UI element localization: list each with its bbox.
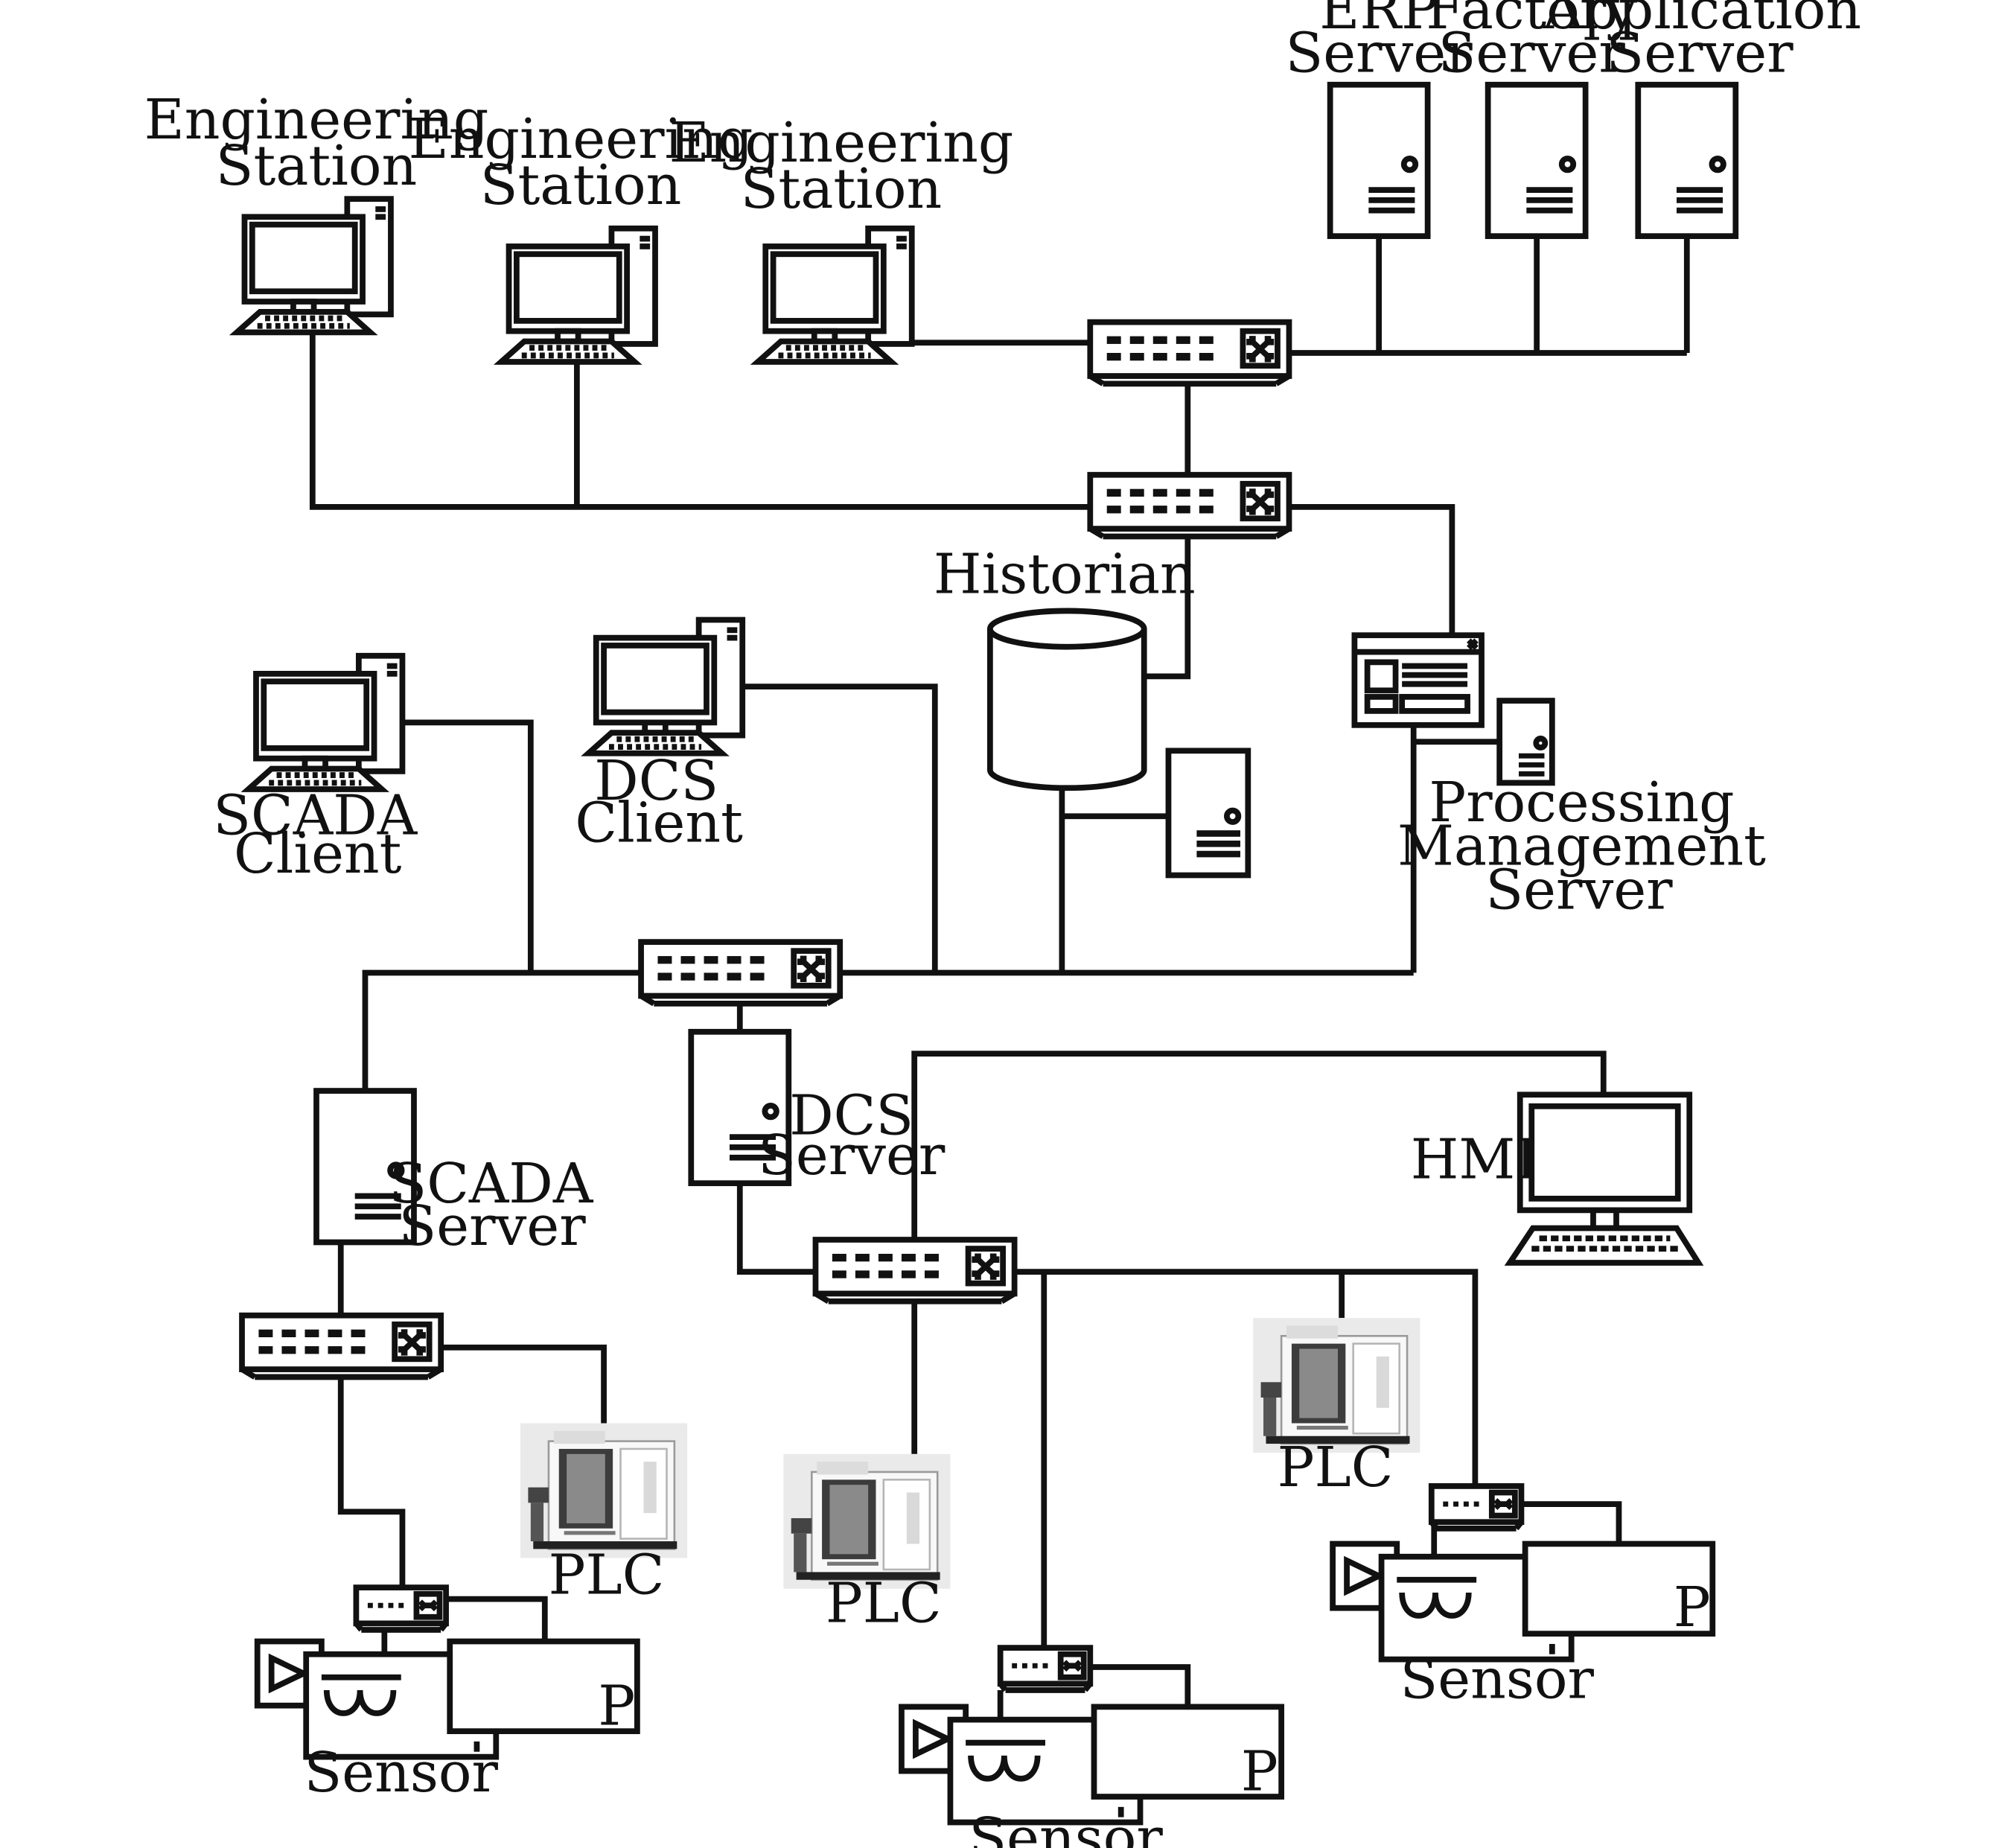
processing-management-server: Processing Management Server xyxy=(1351,632,1766,922)
sensor-dcs-1: P Sensor xyxy=(902,1648,1281,1848)
hmi-monitor-icon xyxy=(1504,1092,1704,1266)
historian-server-icon xyxy=(1165,748,1251,879)
scada-server-label-line2: Server xyxy=(399,1194,587,1258)
scada-client: SCADA Client xyxy=(213,656,418,886)
plc-dcs-1: PLC xyxy=(782,1453,951,1636)
dcs-server-label-line2: Server xyxy=(758,1124,946,1188)
historian: Historian xyxy=(934,542,1251,879)
workstation-icon xyxy=(758,229,912,362)
server-tower-icon xyxy=(1638,85,1735,236)
historian-label: Historian xyxy=(934,542,1196,606)
processing-label-line1: Processing xyxy=(1429,771,1734,835)
sensor-label: Sensor xyxy=(1400,1647,1594,1711)
dcs-server: DCS Server xyxy=(691,1032,946,1188)
sensor-scada: P Sensor xyxy=(258,1587,637,1805)
erp-server: ERP Server xyxy=(1286,0,1473,236)
dcs-client-label-line1: DCS xyxy=(594,749,718,813)
scada-server: SCADA Server xyxy=(316,1091,594,1258)
plc-machine-icon xyxy=(782,1453,951,1590)
network-switch-icon xyxy=(1090,475,1289,537)
plc-machine-icon xyxy=(519,1422,689,1559)
workstation-icon xyxy=(501,229,655,362)
sensor-assembly-icon xyxy=(1333,1544,1712,1660)
plc-dcs-2: PLC xyxy=(1251,1316,1421,1500)
engineering-station-3-label-line1: Engineering xyxy=(669,111,1014,175)
engineering-station-3-label-line2: Station xyxy=(741,157,943,221)
engineering-station-3: Engineering Station xyxy=(669,111,1014,362)
dcs-client: DCS Client xyxy=(575,620,743,856)
application-server: Application Server xyxy=(1543,0,1861,236)
plc-label: PLC xyxy=(549,1543,665,1608)
application-server-label-line2: Server xyxy=(1606,22,1793,86)
scada-server-label-line1: SCADA xyxy=(389,1152,593,1216)
sensor-dcs-2: P Sensor xyxy=(1333,1486,1712,1711)
application-server-label-line1: Application xyxy=(1543,0,1861,42)
sensor-label: Sensor xyxy=(304,1741,499,1805)
dcs-client-label-line2: Client xyxy=(575,791,743,856)
sensor-p-label: P xyxy=(1241,1739,1278,1803)
scada-client-label-line1: SCADA xyxy=(213,783,418,847)
engineering-station-1: Engineering Station xyxy=(144,88,489,332)
sensor-switch-icon xyxy=(1432,1486,1522,1529)
engineering-station-2-label-line1: Engineering xyxy=(409,107,753,171)
plc-label: PLC xyxy=(1278,1436,1394,1500)
network-links xyxy=(309,236,1690,1756)
processing-label-line3: Server xyxy=(1485,858,1673,922)
workstation-icon xyxy=(249,656,403,789)
sensor-switch-icon xyxy=(356,1587,446,1630)
network-switch-icon xyxy=(242,1316,441,1377)
application-window-icon xyxy=(1351,632,1485,728)
erp-server-label-line1: ERP xyxy=(1319,0,1438,42)
scada-client-label-line2: Client xyxy=(234,822,402,886)
sensor-label: Sensor xyxy=(969,1806,1163,1848)
processing-label-line2: Management xyxy=(1397,815,1766,879)
engineering-station-2-label-line2: Station xyxy=(480,153,682,217)
database-icon xyxy=(987,608,1147,791)
network-switch-icon xyxy=(815,1240,1014,1301)
workstation-icon xyxy=(588,620,742,753)
server-tower-icon xyxy=(1488,85,1586,236)
sensor-assembly-icon xyxy=(258,1641,637,1756)
network-switch-icon xyxy=(641,942,840,1004)
plc-label: PLC xyxy=(826,1572,942,1636)
hmi: HMI xyxy=(1411,1092,1704,1266)
workstation-icon xyxy=(237,199,391,332)
sensor-assembly-icon xyxy=(902,1707,1281,1822)
sensor-p-label: P xyxy=(598,1675,635,1739)
plc-machine-icon xyxy=(1251,1316,1421,1454)
server-tower-icon xyxy=(1330,85,1428,236)
engineering-station-2: Engineering Station xyxy=(409,107,753,362)
processing-server-icon xyxy=(1496,698,1555,786)
factory-server: Factory Server xyxy=(1426,0,1637,236)
factory-server-label-line1: Factory xyxy=(1426,0,1637,42)
dcs-server-label-line1: DCS xyxy=(789,1084,913,1148)
factory-server-label-line2: Server xyxy=(1438,22,1626,86)
plc-scada: PLC xyxy=(519,1422,689,1608)
erp-server-label-line2: Server xyxy=(1286,22,1473,86)
engineering-station-1-label-line1: Engineering xyxy=(144,88,489,152)
engineering-station-1-label-line2: Station xyxy=(216,134,418,198)
hmi-label: HMI xyxy=(1411,1127,1537,1191)
network-switch-icon xyxy=(1090,322,1289,384)
sensor-p-label: P xyxy=(1674,1575,1711,1640)
sensor-switch-icon xyxy=(1001,1648,1091,1690)
